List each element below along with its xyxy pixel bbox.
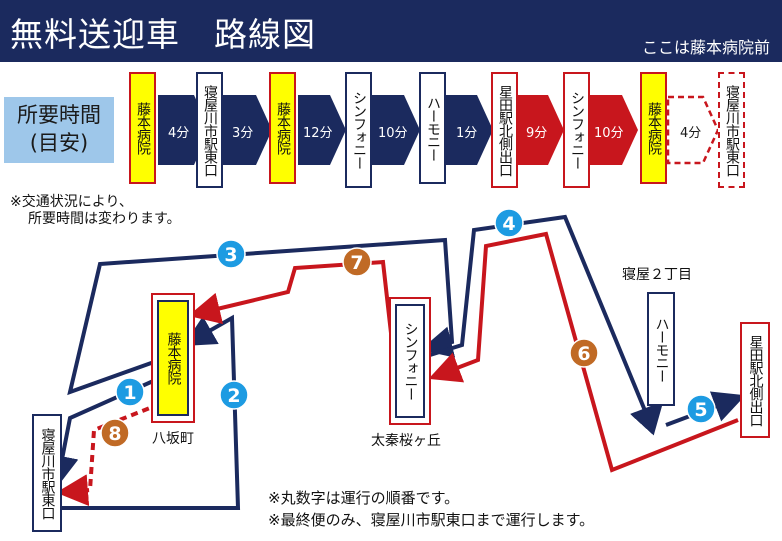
- footnotes: ※丸数字は運行の順番です。 ※最終便のみ、寝屋川市駅東口まで運行します。: [268, 487, 594, 531]
- place-neya: 寝屋２丁目: [622, 267, 692, 283]
- route-segment-3: [67, 237, 456, 396]
- timeline-stop-4: シンフォニー: [345, 72, 372, 188]
- route-badge-4: 4: [494, 208, 524, 238]
- map-stop-hoshida: 星田駅北側出口: [740, 322, 770, 438]
- svg-text:8: 8: [108, 423, 121, 445]
- duration-7: 10分: [594, 126, 624, 141]
- timeline-stop-1: 藤本病院: [129, 72, 156, 184]
- timeline-arrow-6: [518, 95, 564, 165]
- traffic-note-line1: ※交通状況により、: [10, 194, 133, 210]
- route-badge-6: 6: [569, 338, 599, 368]
- place-hassaka: 八坂町: [152, 431, 194, 447]
- timeline-arrow-8: [666, 95, 720, 165]
- map-stop-neyagawa: 寝屋川市駅東口: [32, 414, 62, 532]
- svg-text:3: 3: [224, 244, 237, 266]
- route-segment-2: [62, 314, 241, 510]
- travel-time-line1: 所要時間: [17, 103, 101, 127]
- timeline-stop-7: シンフォニー: [563, 72, 590, 188]
- map-stop-fujimoto: 藤本病院: [157, 300, 189, 416]
- map-stop-fujimoto-outer: 藤本病院: [151, 293, 195, 423]
- timeline-stop-3: 藤本病院: [269, 72, 296, 184]
- route-badge-7: 7: [342, 247, 372, 277]
- route-badge-5: 5: [686, 394, 716, 424]
- route-segment-7: [188, 259, 394, 343]
- svg-text:2: 2: [227, 385, 240, 407]
- timeline-stop-6: 星田駅北側出口: [491, 72, 518, 188]
- travel-time-label: 所要時間 (目安): [4, 97, 114, 163]
- svg-text:7: 7: [350, 252, 363, 274]
- timeline-stop-5: ハーモニー: [419, 72, 446, 184]
- timeline-stop-8: 藤本病院: [640, 72, 667, 184]
- traffic-note: ※交通状況により、 所要時間は変わります。: [10, 194, 181, 228]
- svg-text:4: 4: [502, 213, 515, 235]
- duration-4: 10分: [378, 126, 408, 141]
- route-segment-4: [429, 214, 664, 436]
- timeline-arrow-3: [298, 95, 346, 165]
- map-stop-harmony: ハーモニー: [647, 292, 675, 406]
- route-badge-2: 2: [219, 380, 249, 410]
- current-location-label: ここは藤本病院前: [641, 38, 770, 57]
- title-bar: 無料送迎車 路線図 ここは藤本病院前: [0, 0, 782, 62]
- route-badge-3: 3: [216, 239, 246, 269]
- map-stop-symphony: シンフォニー: [395, 304, 425, 418]
- route-segment-6: [428, 231, 739, 473]
- timeline-stop-9: 寝屋川市駅東口: [718, 72, 745, 188]
- duration-5: 1分: [456, 126, 478, 141]
- duration-6: 9分: [526, 126, 548, 141]
- page-title: 無料送迎車 路線図: [10, 15, 316, 54]
- timeline-arrow-7: [588, 95, 638, 165]
- svg-text:5: 5: [694, 399, 707, 421]
- svg-text:1: 1: [123, 382, 136, 404]
- traffic-note-line2: 所要時間は変わります。: [28, 211, 181, 227]
- duration-1: 4分: [168, 126, 190, 141]
- timeline-arrow-5: [446, 95, 493, 165]
- place-uzumasa: 太秦桜ヶ丘: [371, 433, 441, 449]
- route-segment-8: [56, 402, 161, 507]
- duration-2: 3分: [232, 126, 254, 141]
- duration-3: 12分: [303, 126, 333, 141]
- timeline-stop-2: 寝屋川市駅東口: [196, 72, 223, 188]
- duration-8: 4分: [680, 126, 702, 141]
- map-stop-symphony-outer: シンフォニー: [389, 297, 431, 425]
- footnote-2: ※最終便のみ、寝屋川市駅東口まで運行します。: [268, 511, 595, 529]
- timeline-arrow-4: [372, 95, 420, 165]
- travel-time-line2: (目安): [29, 131, 89, 155]
- route-badge-1: 1: [115, 377, 145, 407]
- svg-text:6: 6: [577, 343, 590, 365]
- route-badge-8: 8: [100, 418, 130, 448]
- timeline-arrow-2: [222, 95, 272, 165]
- footnote-1: ※丸数字は運行の順番です。: [268, 489, 460, 507]
